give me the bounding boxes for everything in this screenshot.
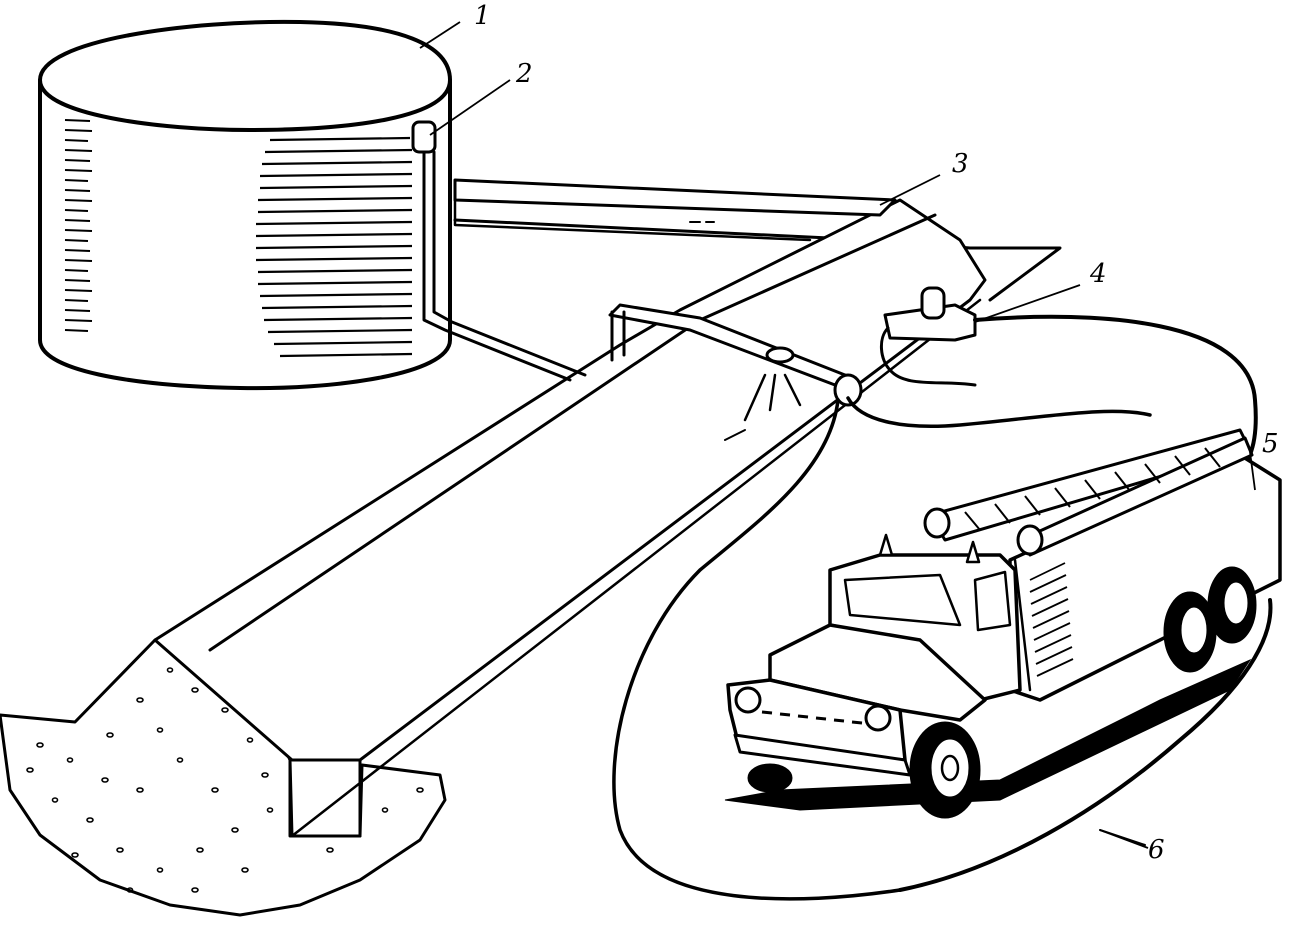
soil-speckle [26,667,424,893]
callout-labels: 1 2 3 4 5 6 [474,1,1279,865]
fire-truck [724,428,1282,819]
hydrant-piping [608,286,977,441]
tank-ribbing-right [255,136,413,358]
callout-leaders [419,21,1256,849]
callout-label-4: 4 [1089,259,1107,289]
ground-embankment [0,218,1062,917]
grille-slots [761,710,863,725]
tank-ribbing [64,119,93,332]
water-tank [38,19,587,391]
callout-label-2: 2 [515,59,533,89]
body-ribs [1029,562,1074,677]
tank-valve [411,120,587,382]
callout-label-6: 6 [1148,835,1165,865]
front-wheel [909,721,981,819]
ladder-rungs [964,447,1221,531]
callout-label-5: 5 [1262,429,1279,459]
rear-wheel-2 [1207,566,1257,644]
rear-wheel-1 [1163,591,1217,673]
callout-label-1: 1 [474,1,491,31]
callout-label-3: 3 [952,149,969,179]
